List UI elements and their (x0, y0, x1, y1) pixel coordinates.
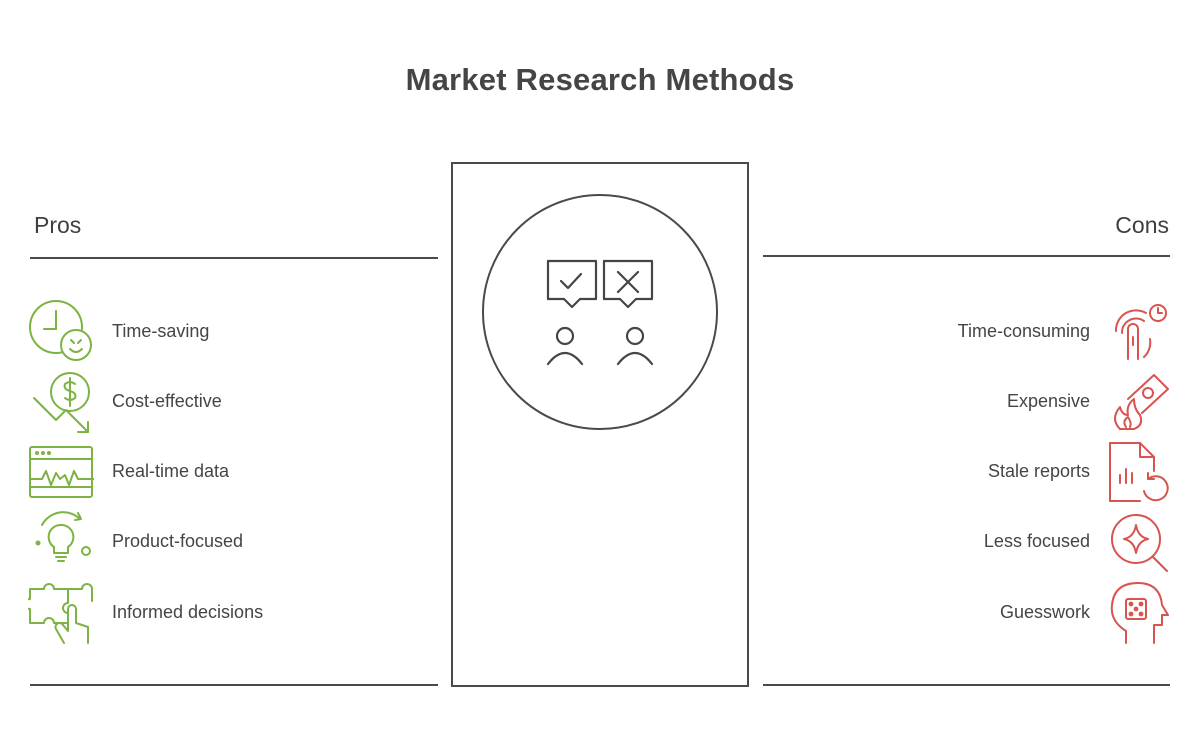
people-approve-reject-icon (546, 259, 654, 366)
pro-item-time-saving: Time-saving (28, 299, 209, 363)
con-label: Stale reports (987, 460, 1090, 481)
cons-bottom-divider (763, 684, 1170, 686)
burning-money-icon (1114, 374, 1169, 430)
con-item-expensive: Expensive (1007, 369, 1170, 433)
center-circle (482, 194, 718, 430)
lightbulb-icon (35, 511, 91, 562)
con-label: Expensive (1006, 390, 1090, 411)
cons-heading: Cons (1115, 212, 1169, 238)
magnifier-sparkle-icon (1111, 514, 1168, 572)
pro-label: Cost-effective (112, 390, 222, 411)
pro-item-informed-decisions: Informed decisions (28, 580, 263, 644)
pros-heading: Pros (34, 212, 82, 238)
finger-clock-icon (1114, 304, 1167, 360)
clock-emoji-icon (29, 300, 92, 361)
con-item-time-consuming: Time-consuming (958, 299, 1170, 363)
pro-item-real-time-data: Real-time data (28, 439, 229, 503)
pro-label: Real-time data (112, 460, 230, 481)
head-dice-icon (1110, 582, 1169, 644)
diagram-title: Market Research Methods (405, 62, 795, 97)
pro-label: Product-focused (112, 530, 244, 551)
pro-item-product-focused: Product-focused (28, 509, 243, 573)
pros-top-divider (30, 257, 438, 259)
puzzle-hand-icon (28, 583, 93, 644)
document-chart-refresh-icon (1109, 442, 1169, 502)
pro-label: Informed decisions (112, 601, 264, 622)
con-item-guesswork: Guesswork (1000, 580, 1170, 644)
con-item-less-focused: Less focused (984, 509, 1170, 573)
dollar-down-arrow-icon (33, 372, 90, 433)
con-label: Guesswork (999, 601, 1090, 622)
con-label: Time-consuming (957, 320, 1090, 341)
pros-bottom-divider (30, 684, 438, 686)
con-label: Less focused (983, 530, 1090, 551)
cons-top-divider (763, 255, 1170, 257)
center-panel (451, 162, 749, 687)
pro-item-cost-effective: Cost-effective (28, 369, 222, 433)
browser-pulse-icon (29, 446, 94, 498)
pro-label: Time-saving (112, 320, 210, 341)
con-item-stale-reports: Stale reports (988, 439, 1170, 503)
